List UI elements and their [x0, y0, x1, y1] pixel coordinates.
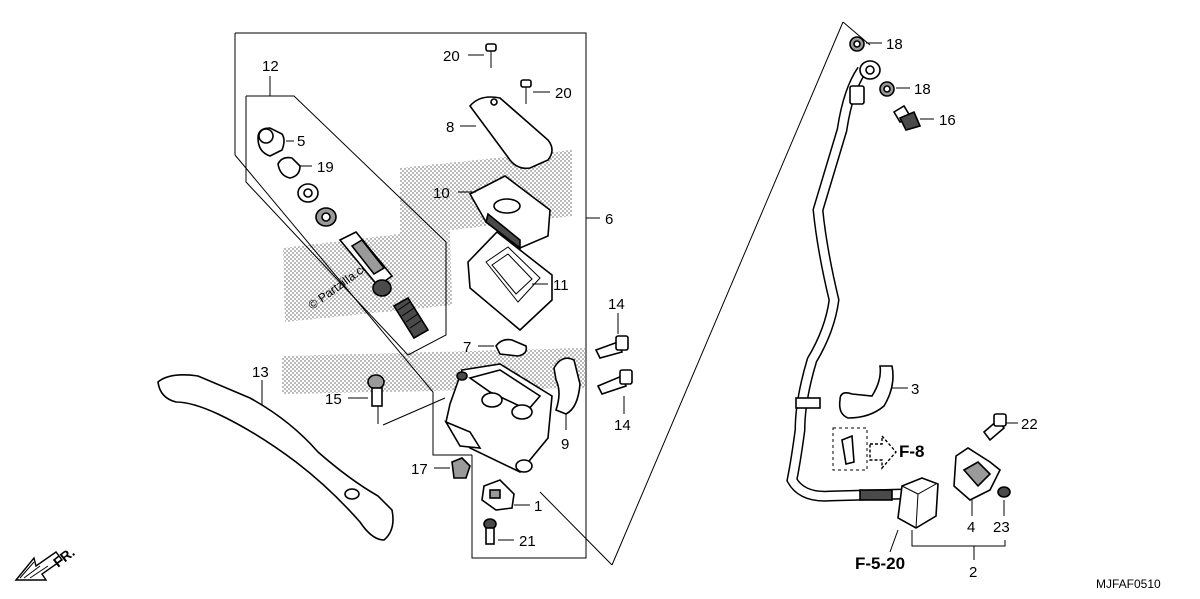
ref-f5-20[interactable]: F-5-20	[855, 554, 905, 573]
washer-stack	[297, 183, 337, 227]
callout-2: 2	[969, 564, 977, 581]
callout-20-right: 20	[555, 85, 572, 102]
brake-lever-13	[157, 374, 394, 541]
pivot-bolt-15	[348, 374, 385, 424]
clip-19	[277, 156, 312, 179]
callout-16: 16	[939, 112, 956, 129]
brake-hose	[786, 60, 905, 502]
diagram-code: MJFAF0510	[1096, 577, 1161, 591]
clip-7	[478, 338, 528, 357]
reservoir-cover-8	[460, 96, 553, 170]
master-cylinder-body	[444, 363, 553, 473]
master-cylinder-bracket	[234, 32, 600, 559]
callout-14-lower: 14	[614, 417, 631, 434]
banjo-bolt-16	[892, 104, 934, 131]
callout-4: 4	[967, 519, 975, 536]
screw-21	[483, 518, 514, 545]
callout-11: 11	[553, 277, 569, 294]
spring	[392, 296, 430, 340]
screw-20-top	[468, 43, 497, 68]
callout-3: 3	[911, 381, 919, 398]
callout-17: 17	[411, 461, 428, 478]
bolt-14-lower	[596, 369, 633, 414]
diaphragm-plate-10	[458, 175, 551, 250]
holder-9	[553, 357, 581, 430]
callout-5: 5	[297, 133, 305, 150]
boot-5	[257, 127, 294, 157]
front-arrow-icon	[14, 551, 63, 581]
callout-13: 13	[252, 364, 269, 381]
bolt-14-upper	[594, 313, 629, 359]
washer-18-lower	[879, 81, 910, 97]
washer-18-top	[849, 36, 882, 52]
stipple-bands	[282, 150, 585, 394]
callout-18-lower: 18	[914, 81, 931, 98]
callout-21: 21	[519, 533, 536, 550]
callout-labels: 1 2 3 4 5 6 7 8 9 10 11 12 13 14 14 15 1…	[252, 36, 1038, 581]
diaphragm-11	[467, 230, 553, 332]
ref-f8-group	[832, 427, 897, 471]
switch-2	[889, 477, 1006, 560]
callout-20-top: 20	[443, 48, 460, 65]
callout-19: 19	[317, 159, 334, 176]
bolt-22	[982, 413, 1018, 442]
piston-assembly	[338, 230, 394, 297]
clamp-3	[838, 365, 908, 419]
callout-12: 12	[262, 58, 279, 75]
front-marker-label: FR.	[50, 544, 78, 570]
callout-7: 7	[463, 339, 471, 356]
callout-8: 8	[446, 119, 454, 136]
callout-15: 15	[325, 391, 342, 408]
bracket-4	[953, 447, 1002, 516]
screw-20-right	[520, 79, 550, 104]
callout-10: 10	[433, 185, 450, 202]
callout-1: 1	[534, 498, 542, 515]
callout-9: 9	[561, 436, 569, 453]
callout-18-top: 18	[886, 36, 903, 53]
callout-22: 22	[1021, 416, 1038, 433]
callout-23: 23	[993, 519, 1010, 536]
switch-1	[481, 479, 530, 511]
piston-kit-bracket	[245, 76, 447, 356]
separator-lines	[382, 21, 871, 566]
ref-f8[interactable]: F-8	[899, 442, 925, 461]
callout-6: 6	[605, 211, 613, 228]
callout-14-upper: 14	[608, 296, 625, 313]
screw-23	[997, 486, 1011, 516]
nut-17	[434, 457, 471, 479]
